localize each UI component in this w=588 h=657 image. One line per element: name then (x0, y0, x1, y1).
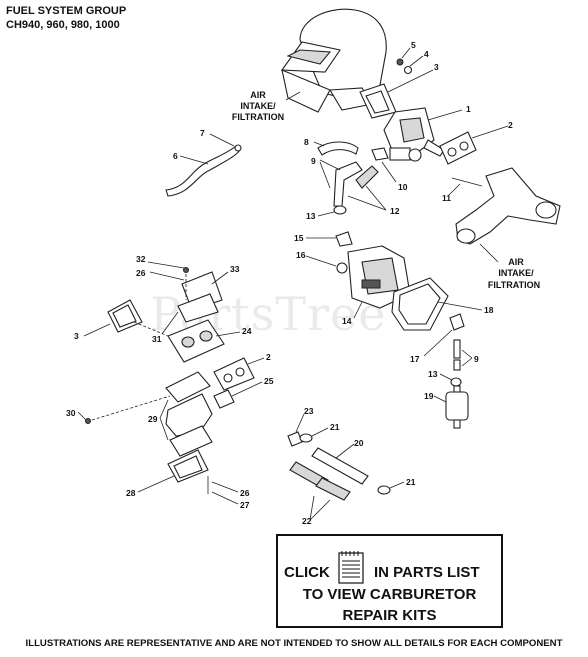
footer-disclaimer: ILLUSTRATIONS ARE REPRESENTATIVE AND ARE… (25, 638, 563, 649)
svg-text:FILTRATION: FILTRATION (232, 112, 284, 122)
callout-leaders (77, 47, 509, 521)
air-intake-label-top: AIR INTAKE/ FILTRATION (232, 90, 301, 122)
carburetor-repair-kits-button[interactable]: CLICK IN PARTS LIST TO VIEW CARBURETOR R… (276, 534, 503, 628)
fuel-line-20[interactable] (311, 447, 369, 485)
air-intake-label-right: AIR INTAKE/ FILTRATION (479, 243, 540, 290)
diagram-title: FUEL SYSTEM GROUP CH940, 960, 980, 1000 (6, 4, 126, 32)
svg-text:FILTRATION: FILTRATION (488, 280, 540, 290)
callout-8: 8 (304, 137, 309, 147)
washer-4[interactable] (403, 65, 413, 75)
callout-10: 10 (398, 182, 408, 192)
gasket-top[interactable] (359, 83, 397, 119)
fitting-17[interactable] (449, 313, 465, 331)
svg-text:INTAKE/: INTAKE/ (498, 268, 534, 278)
clamp-13-top[interactable] (333, 205, 347, 215)
gasket-29b[interactable] (169, 425, 213, 457)
callout-26-bottom: 26 (240, 488, 250, 498)
stud-11[interactable] (451, 177, 483, 187)
gasket-18-inner (398, 283, 441, 325)
callout-11: 11 (442, 193, 451, 203)
callout-5: 5 (411, 40, 416, 50)
gasket-29a[interactable] (165, 371, 211, 403)
callout-21-top: 21 (330, 422, 340, 432)
elbow-25[interactable] (213, 389, 235, 409)
callout-19: 19 (424, 391, 434, 401)
callout-26-top: 26 (136, 268, 146, 278)
carburetor[interactable] (383, 107, 445, 162)
callout-2-top: 2 (508, 120, 513, 130)
callout-12: 12 (390, 206, 400, 216)
callout-33: 33 (230, 264, 240, 274)
svg-text:AIR: AIR (250, 90, 266, 100)
callout-32: 32 (136, 254, 146, 264)
callout-22: 22 (302, 516, 312, 526)
callout-18: 18 (484, 305, 494, 315)
callout-16: 16 (296, 250, 306, 260)
air-intake-elbow[interactable] (455, 167, 561, 245)
callout-27: 27 (240, 500, 250, 510)
gasket-2-top[interactable] (439, 131, 477, 165)
callout-31: 31 (152, 334, 162, 344)
nut-5[interactable] (396, 58, 404, 66)
fuel-line-9[interactable] (333, 161, 363, 207)
callout-3-top: 3 (434, 62, 439, 72)
callout-9-right: 9 (474, 354, 479, 364)
button-click-text: CLICK (284, 564, 330, 581)
title-line-2: CH940, 960, 980, 1000 (6, 19, 120, 31)
fuel-line-9-right[interactable] (453, 339, 461, 359)
fuel-filter-19[interactable] (445, 385, 469, 429)
callout-1: 1 (466, 104, 471, 114)
screw-30[interactable] (85, 418, 91, 424)
fitting-15[interactable] (335, 231, 353, 247)
callout-13-top: 13 (306, 211, 316, 221)
clamp-21-bottom[interactable] (377, 485, 391, 495)
svg-text:AIR: AIR (508, 257, 524, 267)
screw-32[interactable] (183, 267, 189, 273)
clamp-7[interactable] (234, 144, 242, 152)
button-line-3: REPAIR KITS (342, 607, 437, 624)
adapter-24[interactable] (167, 319, 225, 363)
callout-7: 7 (200, 128, 205, 138)
clamp-13-right[interactable] (450, 377, 462, 387)
callout-4: 4 (424, 49, 429, 59)
sleeve-22a[interactable] (289, 461, 329, 489)
title-line-1: FUEL SYSTEM GROUP (6, 5, 127, 17)
clamp-21-top[interactable] (299, 433, 313, 443)
callout-30: 30 (66, 408, 76, 418)
callout-3-left: 3 (74, 331, 79, 341)
callout-13-right: 13 (428, 369, 438, 379)
svg-text:INTAKE/: INTAKE/ (240, 101, 276, 111)
callout-29: 29 (148, 414, 158, 424)
callout-14: 14 (342, 316, 352, 326)
callout-24: 24 (242, 326, 252, 336)
elbow-8[interactable] (317, 141, 359, 156)
callout-20: 20 (354, 438, 364, 448)
sleeve-22b[interactable] (315, 477, 351, 501)
clip-10[interactable] (371, 147, 389, 161)
callout-9-top: 9 (311, 156, 316, 166)
callout-2-left: 2 (266, 352, 271, 362)
sleeve-12[interactable] (355, 165, 379, 189)
callout-6: 6 (173, 151, 178, 161)
callout-21-bottom: 21 (406, 477, 416, 487)
fitting-23[interactable] (287, 431, 303, 447)
button-line-2: TO VIEW CARBURETOR (302, 586, 477, 603)
washer-16[interactable] (336, 262, 348, 274)
gasket-2-left[interactable] (213, 357, 255, 391)
callout-numbers: 5 4 3 1 2 7 6 8 9 10 12 11 13 15 16 14 1… (66, 40, 513, 526)
button-parts-list-text: IN PARTS LIST (374, 564, 480, 581)
callout-15: 15 (294, 233, 304, 243)
notepad-icon (338, 551, 364, 584)
bowl-29[interactable] (165, 393, 213, 437)
callout-17: 17 (410, 354, 420, 364)
callout-23: 23 (304, 406, 314, 416)
callout-25: 25 (264, 376, 274, 386)
callout-28: 28 (126, 488, 136, 498)
